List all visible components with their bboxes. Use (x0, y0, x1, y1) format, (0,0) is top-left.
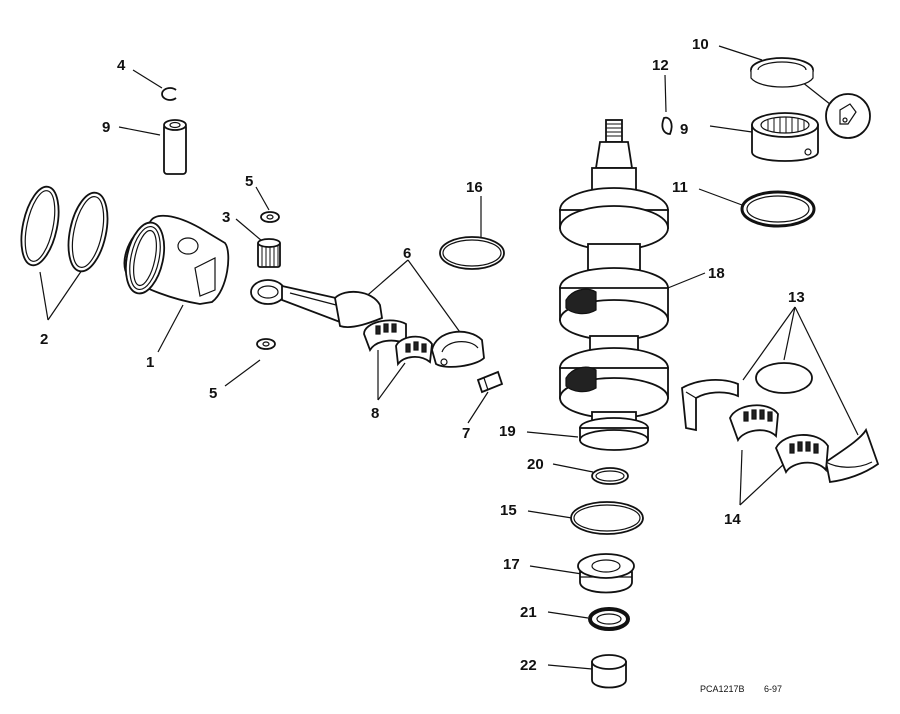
callout-8: 8 (371, 405, 379, 422)
callout-5-upper: 5 (245, 173, 253, 190)
retaining-clip-detail (825, 93, 871, 139)
rod-bearing-cage-lower (395, 335, 433, 367)
callout-20: 19 (499, 423, 516, 440)
callout-1: 1 (146, 354, 154, 371)
o-ring-18 (439, 236, 505, 270)
callout-labels: 4 9 5 3 2 1 5 6 8 7 16 12 10 9 11 18 13 … (40, 36, 805, 674)
callout-13: 12 (652, 57, 669, 74)
callout-23: 22 (520, 657, 537, 674)
main-bearing-half-left (681, 379, 739, 432)
callout-3: 3 (222, 209, 230, 226)
retaining-ring (161, 87, 177, 101)
seal (588, 607, 630, 631)
piston (123, 214, 230, 305)
callout-15: 14 (724, 511, 741, 528)
bearing-ring-11 (750, 57, 814, 88)
needle-bearing (257, 238, 281, 268)
callout-5-lower: 5 (209, 385, 217, 402)
woodruff-key (661, 116, 673, 135)
wrist-pin (163, 119, 187, 175)
main-bearing-half-right (825, 427, 880, 483)
callout-22: 21 (520, 604, 537, 621)
sleeve (591, 654, 627, 689)
callout-18: 16 (466, 179, 483, 196)
thrust-washer-upper (260, 211, 280, 223)
rod-cap (431, 330, 485, 368)
crankshaft (559, 119, 669, 451)
callout-12: 11 (672, 179, 688, 196)
piston-rings (20, 185, 109, 273)
callout-17: 17 (503, 556, 520, 573)
connecting-rod (250, 279, 383, 328)
retaining-ring-21 (591, 467, 629, 485)
callout-14: 13 (788, 289, 805, 306)
rod-bolt (476, 370, 504, 394)
leader-lines (39, 45, 859, 670)
roller-bearing-10 (751, 112, 819, 162)
figure-code: PCA1217B (700, 684, 745, 694)
callout-2: 2 (40, 331, 48, 348)
bearing-housing (577, 553, 635, 594)
thrust-washer-lower (256, 338, 276, 350)
callout-7: 7 (462, 425, 470, 442)
callout-19: 18 (708, 265, 725, 282)
callout-4: 4 (117, 57, 126, 74)
callout-16: 15 (500, 502, 517, 519)
figure-date: 6-97 (764, 684, 782, 694)
retaining-ring-12 (740, 190, 816, 228)
o-ring-16 (570, 501, 644, 535)
callout-10: 9 (680, 121, 688, 138)
callout-6: 6 (403, 245, 411, 262)
main-bearing-ring (755, 362, 813, 394)
main-bearing-cage-left (729, 404, 779, 443)
footer: PCA1217B 6-97 (700, 684, 782, 694)
main-bearing-cage-right (775, 434, 829, 474)
callout-11: 10 (692, 36, 709, 53)
callout-9: 9 (102, 119, 110, 136)
callout-21: 20 (527, 456, 544, 473)
